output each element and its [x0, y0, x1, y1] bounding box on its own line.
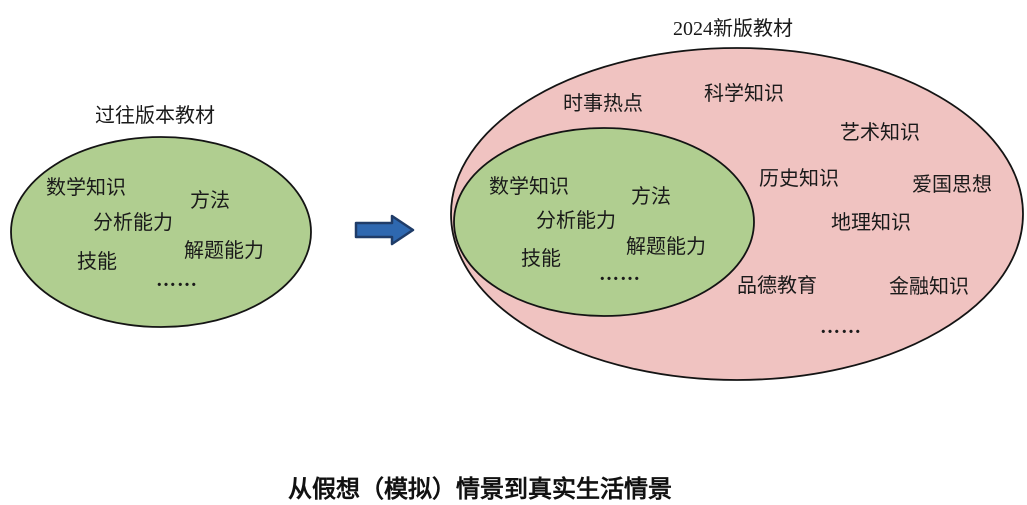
- old-item-skill: 技能: [77, 251, 117, 273]
- new-textbook-title: 2024新版教材: [673, 18, 793, 40]
- diagram-caption: 从假想（模拟）情景到真实生活情景: [288, 477, 672, 503]
- old-item-math: 数学知识: [46, 177, 126, 199]
- old-textbook-title: 过往版本教材: [95, 105, 215, 127]
- new-inner-item-ellipsis: ……: [599, 263, 641, 285]
- new-textbook-inner-ellipse: [453, 127, 755, 317]
- new-inner-item-method: 方法: [631, 186, 671, 208]
- new-outer-item-art: 艺术知识: [840, 122, 920, 144]
- new-outer-item-finance: 金融知识: [889, 276, 969, 298]
- new-inner-item-solve: 解题能力: [626, 236, 706, 258]
- new-outer-item-ellipsis: ……: [820, 316, 862, 338]
- old-textbook-ellipse: [10, 136, 312, 328]
- new-outer-item-science: 科学知识: [704, 83, 784, 105]
- new-outer-item-moral: 品德教育: [737, 275, 817, 297]
- new-outer-item-geo: 地理知识: [831, 212, 911, 234]
- new-outer-item-news: 时事热点: [563, 93, 643, 115]
- new-outer-item-patriot: 爱国思想: [912, 174, 992, 196]
- old-item-method: 方法: [190, 190, 230, 212]
- new-outer-item-history: 历史知识: [759, 168, 839, 190]
- old-item-analysis: 分析能力: [93, 212, 173, 234]
- old-item-ellipsis: ……: [156, 269, 198, 291]
- new-inner-item-skill: 技能: [521, 248, 561, 270]
- old-item-solve: 解题能力: [184, 240, 264, 262]
- right-arrow-icon: [354, 214, 415, 246]
- new-inner-item-math: 数学知识: [489, 176, 569, 198]
- new-inner-item-analysis: 分析能力: [536, 210, 616, 232]
